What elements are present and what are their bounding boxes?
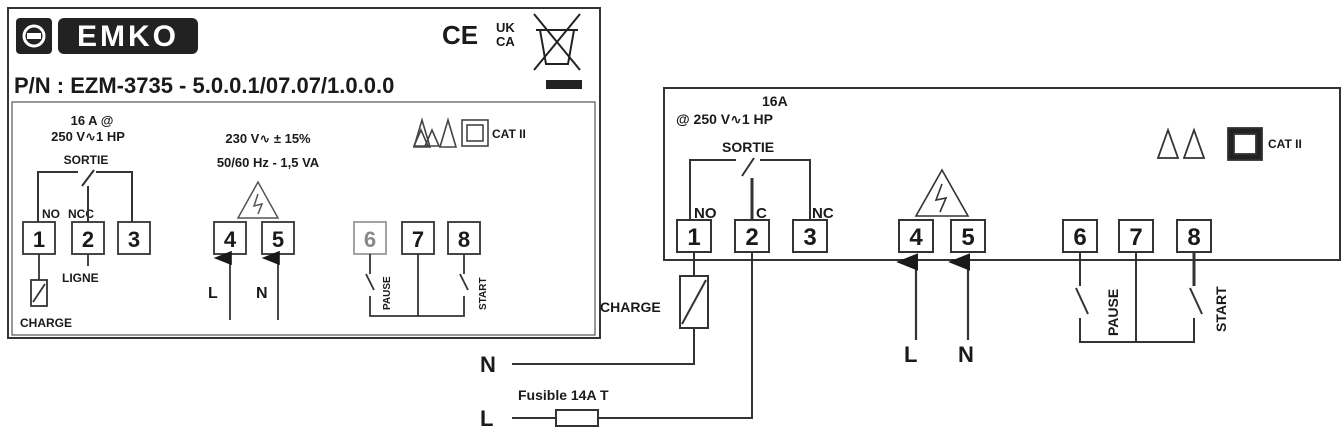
ukca-mark-ca: CA — [496, 34, 515, 49]
cat-rating: CAT II — [492, 127, 526, 141]
right-wiring-panel: 16A @ 250 V∿1 HP SORTIE NO C NC CAT II — [663, 87, 1341, 367]
emko-logo: EMKO — [16, 18, 198, 54]
left-terminal-5: 5 — [272, 227, 284, 252]
ncc-label: NCC — [68, 207, 94, 221]
warning-icons — [412, 117, 489, 148]
relay-rating-2: 250 V∿1 HP — [51, 129, 125, 144]
right-terminal-2: 2 — [745, 224, 758, 251]
right-terminal-6: 6 — [1073, 224, 1086, 251]
supply-frequency: 50/60 Hz - 1,5 VA — [217, 155, 320, 170]
brand-name: EMKO — [77, 20, 179, 53]
left-n-label: N — [256, 285, 268, 302]
left-l-label: L — [208, 285, 218, 302]
left-charge-label: CHARGE — [20, 316, 72, 330]
right-start-label: START — [1213, 286, 1229, 332]
part-number: P/N : EZM-3735 - 5.0.0.1/07.07/1.0.0.0 — [14, 73, 394, 98]
left-terminal-3: 3 — [128, 227, 140, 252]
ligne-label: LIGNE — [62, 271, 99, 285]
right-relay-rating-2: @ 250 V∿1 HP — [676, 111, 773, 127]
left-relay-contacts — [37, 169, 133, 222]
supply-voltage: 230 V∿ ± 15% — [225, 131, 311, 146]
right-terminal-5: 5 — [961, 224, 974, 251]
right-no-label: NO — [694, 205, 717, 222]
right-supply-arrows — [896, 253, 971, 340]
right-high-voltage-icon — [914, 168, 970, 217]
right-terminal-4: 4 — [909, 224, 923, 251]
fuse-label: Fusible 14A T — [518, 387, 609, 403]
right-nc-label: NC — [812, 205, 834, 222]
weee-bar — [546, 80, 582, 89]
external-l-label: L — [480, 406, 493, 431]
right-relay-contacts — [689, 157, 811, 222]
left-label-panel: EMKO CE UK CA P/N : EZM-3735 - 5.0.0.1/0… — [7, 7, 601, 339]
right-cat-rating: CAT II — [1268, 137, 1302, 151]
left-terminal-1: 1 — [33, 227, 45, 252]
right-terminal-7: 7 — [1129, 224, 1142, 251]
left-pause-label: PAUSE — [382, 276, 393, 310]
weee-bin-icon — [533, 13, 581, 71]
right-switch-wiring — [1075, 252, 1203, 343]
right-pause-label: PAUSE — [1105, 289, 1121, 336]
ukca-mark-uk: UK — [496, 20, 515, 35]
right-sortie-label: SORTIE — [722, 139, 774, 155]
right-terminal-1: 1 — [687, 224, 700, 251]
high-voltage-icon — [236, 180, 280, 219]
right-c-label: C — [756, 205, 767, 222]
external-n-label: N — [480, 352, 496, 377]
right-terminal-3: 3 — [803, 224, 816, 251]
left-terminal-8: 8 — [458, 227, 470, 252]
left-start-label: START — [478, 277, 489, 310]
no-label: NO — [42, 207, 60, 221]
sortie-label: SORTIE — [64, 153, 109, 167]
right-relay-rating-1: 16A — [762, 93, 788, 109]
right-terminal-8: 8 — [1187, 224, 1200, 251]
left-terminal-2: 2 — [82, 227, 94, 252]
right-warning-icons — [1156, 127, 1263, 161]
left-terminal-7: 7 — [412, 227, 424, 252]
external-charge-label: CHARGE — [600, 299, 661, 315]
external-wiring — [512, 252, 753, 427]
left-terminal-6: 6 — [364, 227, 376, 252]
right-l-label: L — [904, 342, 917, 367]
left-lower-wiring — [30, 250, 469, 320]
relay-rating-1: 16 A @ — [71, 113, 114, 128]
right-n-label: N — [958, 342, 974, 367]
ce-mark: CE — [442, 20, 478, 50]
left-terminal-4: 4 — [224, 227, 237, 252]
